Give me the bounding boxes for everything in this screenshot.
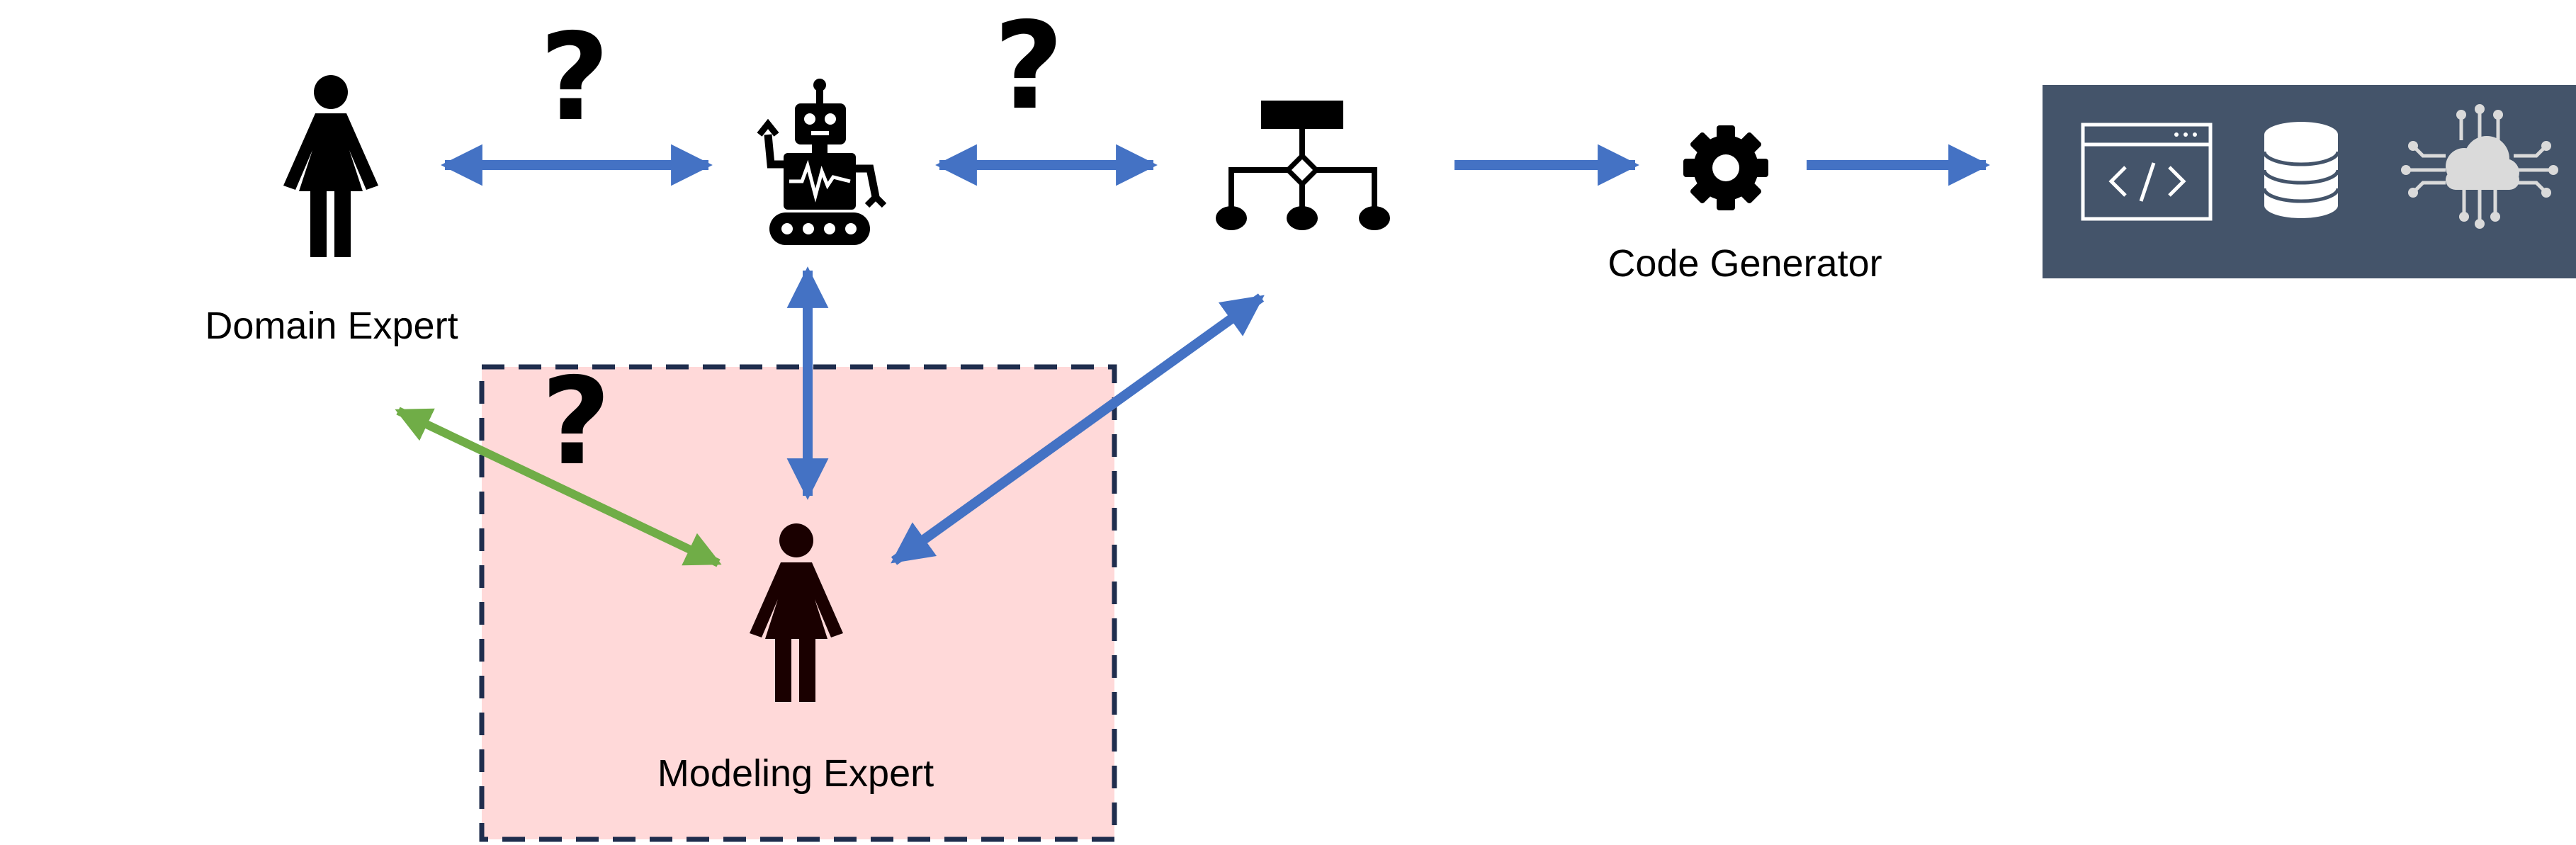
domain-expert-icon: [283, 75, 378, 257]
question-mark-domain-robot: ?: [540, 8, 610, 148]
domain-expert-label: Domain Expert: [205, 305, 458, 347]
robot-icon: [757, 79, 887, 245]
gear-icon: [1683, 125, 1768, 210]
modeling-expert-label: Modeling Expert: [657, 752, 934, 795]
cloud-network-icon: [2401, 104, 2558, 229]
arrow-hierarchy-modeling: [891, 293, 1265, 565]
hierarchy-diagram-icon: [1216, 101, 1390, 230]
code-generator-label: Code Generator: [1608, 242, 1882, 285]
question-mark-box: ?: [541, 352, 611, 492]
question-mark-robot-hierarchy: ?: [994, 0, 1064, 137]
modeling-expert-icon: [750, 523, 843, 702]
arrow-domain-modeling: [395, 407, 722, 567]
database-icon: [2262, 122, 2340, 218]
code-window-icon: [2081, 123, 2213, 221]
